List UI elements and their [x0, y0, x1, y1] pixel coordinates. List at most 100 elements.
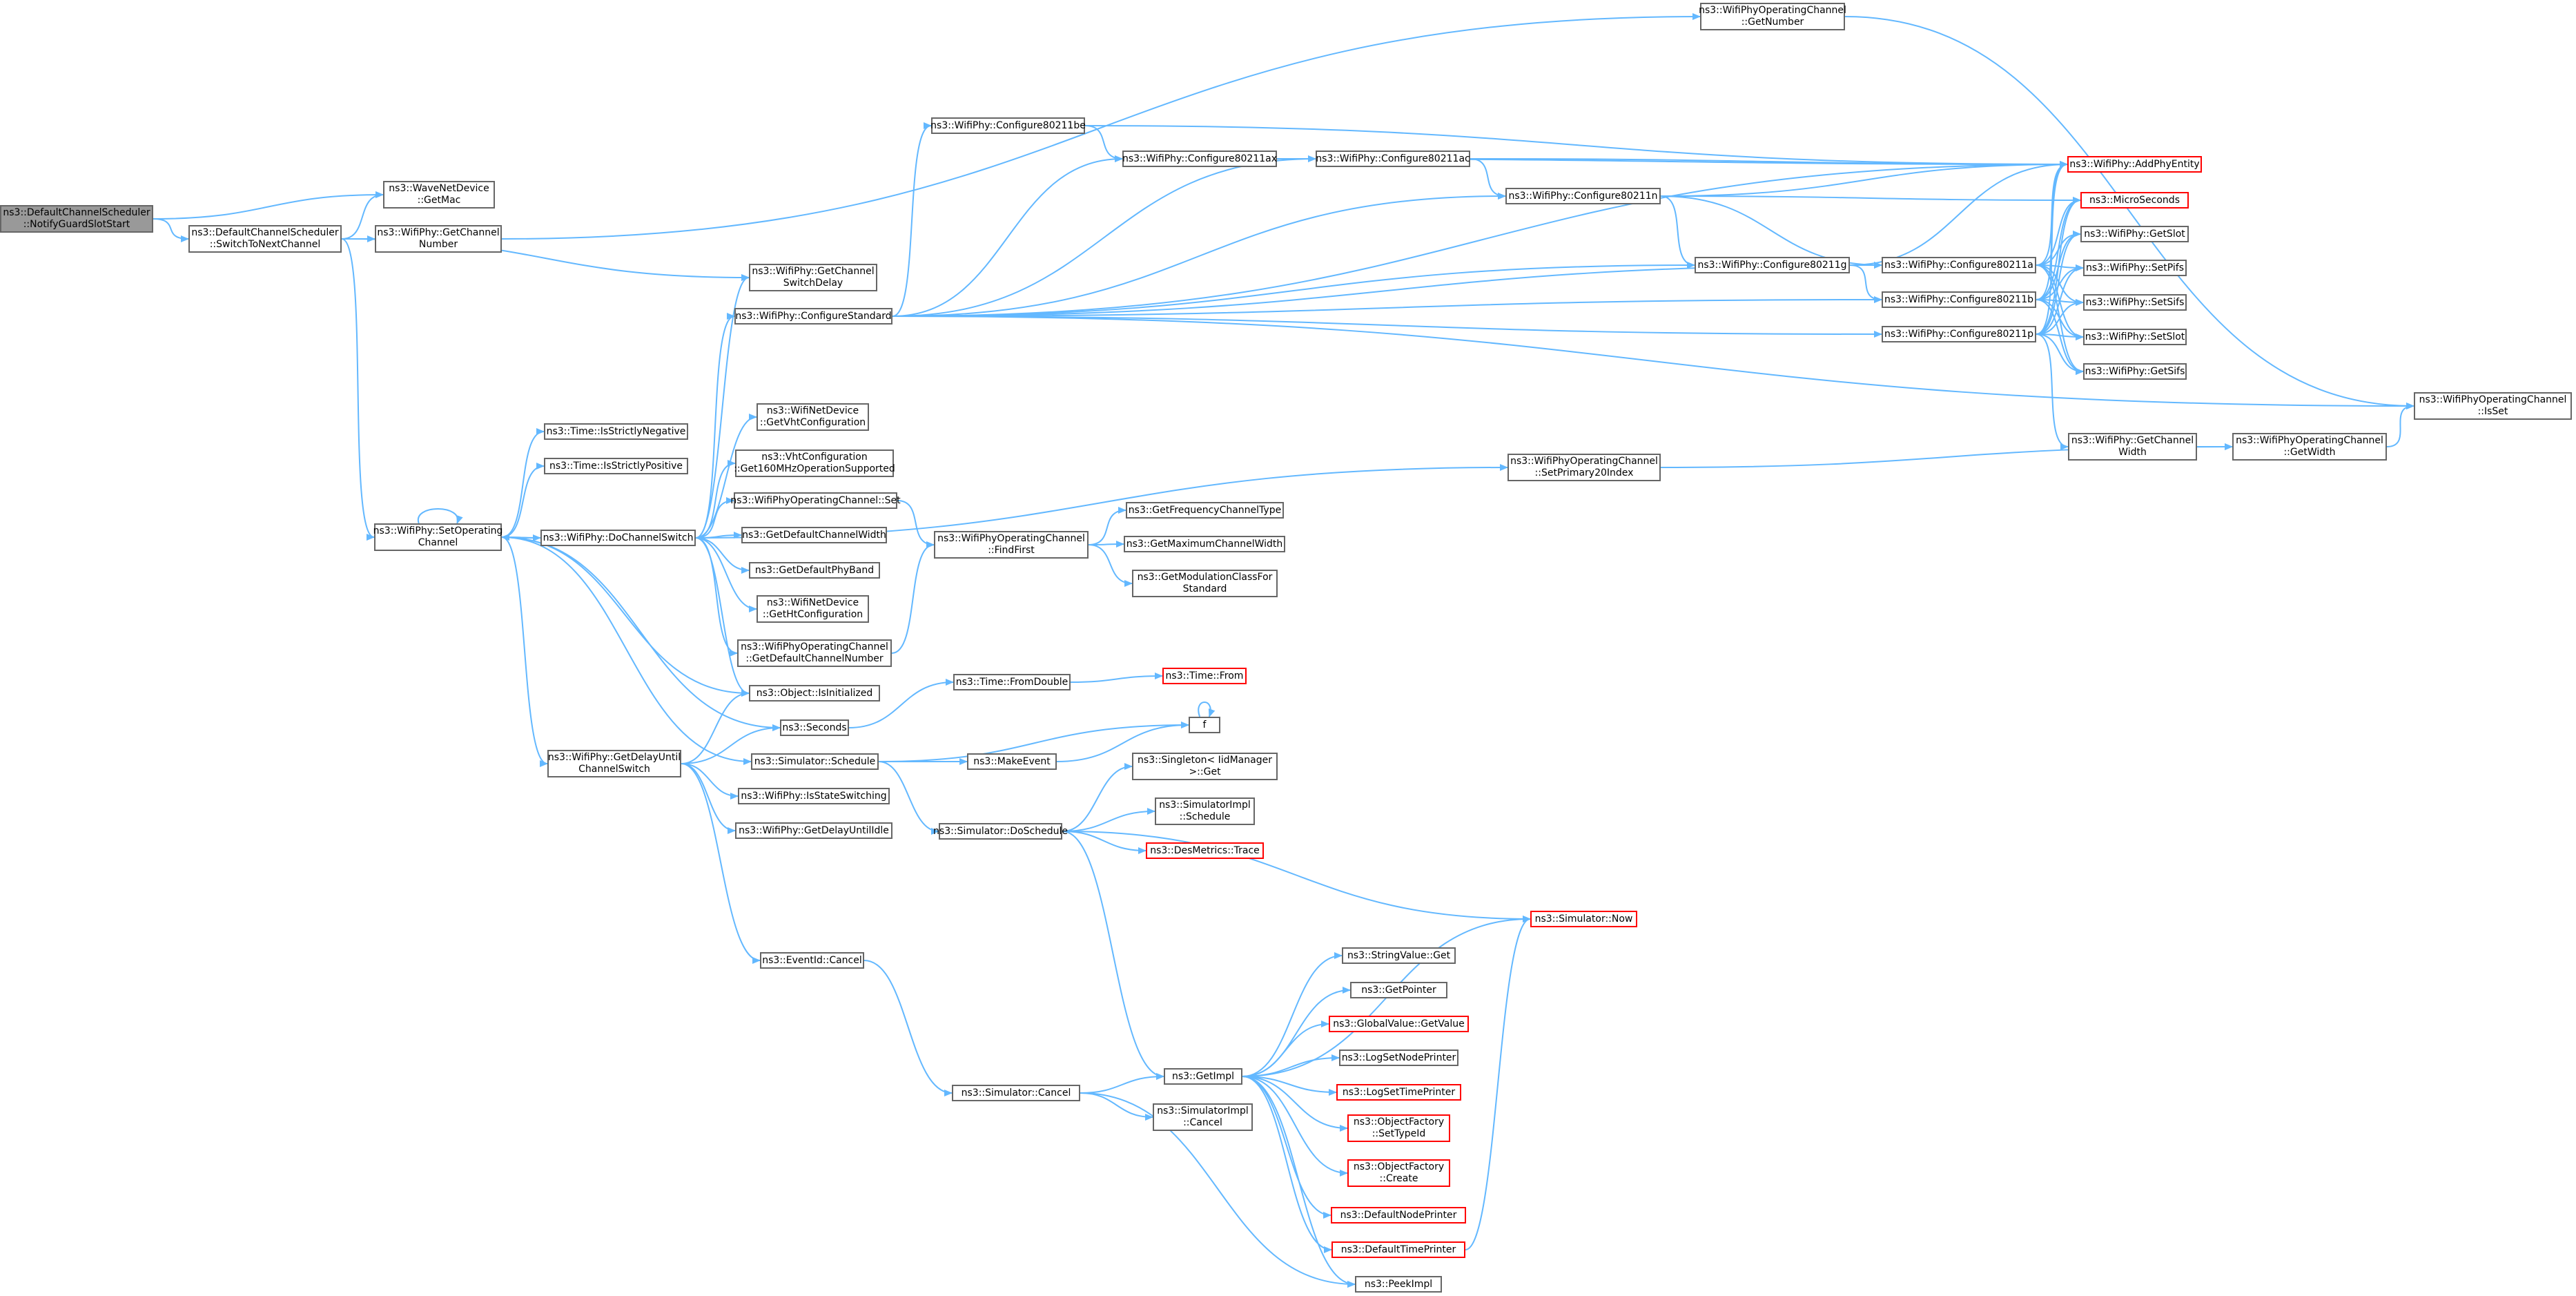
node-label-line: ns3::WifiPhy::SetOperating	[373, 525, 503, 536]
node-f[interactable]: f	[1189, 717, 1220, 733]
node-c80211g[interactable]: ns3::WifiPhy::Configure80211g	[1695, 257, 1850, 273]
edge-c80211n-to-c80211a	[1660, 195, 1882, 269]
node-vht160[interactable]: ns3::VhtConfiguration::Get160MHzOperatio…	[734, 449, 895, 477]
edge-doschedule-to-simimplsched	[1062, 808, 1155, 832]
node-c80211p[interactable]: ns3::WifiPhy::Configure80211p	[1882, 326, 2036, 342]
node-opgetwidth[interactable]: ns3::WifiPhyOperatingChannel::GetWidth	[2232, 433, 2387, 461]
node-peekimpl[interactable]: ns3::PeekImpl	[1355, 1276, 1442, 1293]
node-makeevent[interactable]: ns3::MakeEvent	[967, 753, 1057, 770]
node-strictneg[interactable]: ns3::Time::IsStrictlyNegative	[544, 423, 688, 440]
edge-switch-to-getmac	[341, 191, 384, 240]
edge-confstd-to-c80211b	[892, 296, 1882, 317]
node-getht[interactable]: ns3::WifiNetDevice::GetHtConfiguration	[757, 595, 869, 623]
edge-setop-to-strictpos	[501, 463, 545, 538]
node-label-line: ns3::GetModulationClassFor	[1137, 572, 1273, 583]
node-findfirst[interactable]: ns3::WifiPhyOperatingChannel::FindFirst	[934, 531, 1089, 559]
node-desmetrics[interactable]: ns3::DesMetrics::Trace	[1146, 842, 1264, 859]
node-simsched[interactable]: ns3::Simulator::Schedule	[751, 753, 879, 770]
node-label-line: ns3::WifiPhy::Configure80211a	[1884, 259, 2033, 271]
node-c80211b[interactable]: ns3::WifiPhy::Configure80211b	[1882, 291, 2036, 308]
node-timefrom[interactable]: ns3::Time::From	[1162, 668, 1247, 684]
edge-c80211p-to-micro	[2036, 197, 2081, 335]
node-getvht[interactable]: ns3::WifiNetDevice::GetVhtConfiguration	[757, 403, 869, 431]
node-c80211a[interactable]: ns3::WifiPhy::Configure80211a	[1882, 257, 2036, 273]
node-defband[interactable]: ns3::GetDefaultPhyBand	[749, 562, 880, 579]
node-ofsettype[interactable]: ns3::ObjectFactory::SetTypeId	[1347, 1114, 1450, 1142]
node-strvalget[interactable]: ns3::StringValue::Get	[1342, 947, 1456, 964]
node-simcancel[interactable]: ns3::Simulator::Cancel	[952, 1085, 1080, 1101]
edge-c80211g-to-addphy	[1849, 161, 2068, 266]
edge-confstd-to-isset	[892, 316, 2414, 409]
node-defnode[interactable]: ns3::DefaultNodePrinter	[1331, 1207, 1466, 1224]
node-lognode[interactable]: ns3::LogSetNodePrinter	[1339, 1050, 1458, 1066]
node-simnow[interactable]: ns3::Simulator::Now	[1530, 911, 1637, 927]
node-delayidle[interactable]: ns3::WifiPhy::GetDelayUntilIdle	[735, 822, 892, 839]
node-maxwidth[interactable]: ns3::GetMaximumChannelWidth	[1124, 536, 1285, 552]
node-label-line: ns3::DefaultTimePrinter	[1340, 1244, 1456, 1255]
node-switch[interactable]: ns3::DefaultChannelScheduler::SwitchToNe…	[188, 225, 342, 253]
node-doschedule[interactable]: ns3::Simulator::DoSchedule	[933, 823, 1068, 840]
node-simimplcancel[interactable]: ns3::SimulatorImpl::Cancel	[1153, 1103, 1253, 1131]
node-label-line: ns3::WifiPhyOperatingChannel	[741, 641, 888, 652]
node-setpifs[interactable]: ns3::WifiPhy::SetPifs	[2083, 260, 2187, 276]
node-isset[interactable]: ns3::WifiPhyOperatingChannel::IsSet	[2414, 392, 2572, 420]
node-label-line: ns3::MakeEvent	[973, 755, 1051, 767]
node-logtime[interactable]: ns3::LogSetTimePrinter	[1336, 1084, 1461, 1101]
node-c80211ax[interactable]: ns3::WifiPhy::Configure80211ax	[1122, 151, 1277, 167]
edge-c80211be-to-c80211ax	[1084, 125, 1123, 162]
node-simimplsched[interactable]: ns3::SimulatorImpl::Schedule	[1155, 797, 1255, 825]
node-label-line: ns3::WifiPhy::GetChannel	[752, 266, 875, 277]
node-eventcancel[interactable]: ns3::EventId::Cancel	[760, 952, 864, 969]
node-fromdouble[interactable]: ns3::Time::FromDouble	[953, 674, 1071, 690]
node-setslot[interactable]: ns3::WifiPhy::SetSlot	[2083, 329, 2187, 345]
node-c80211n[interactable]: ns3::WifiPhy::Configure80211n	[1505, 188, 1661, 204]
node-label-line: ns3::MicroSeconds	[2089, 194, 2180, 206]
node-label-line: ns3::WifiPhy::Configure80211ac	[1316, 153, 1470, 164]
node-defchnum[interactable]: ns3::WifiPhyOperatingChannel::GetDefault…	[737, 639, 892, 667]
node-isinit[interactable]: ns3::Object::IsInitialized	[749, 685, 880, 702]
edge-c80211ac-to-c80211n	[1470, 158, 1506, 200]
edge-simsched-to-f	[878, 722, 1189, 762]
node-setprim[interactable]: ns3::WifiPhyOperatingChannel::SetPrimary…	[1507, 454, 1661, 481]
node-singleton[interactable]: ns3::Singleton< IidManager>::Get	[1132, 753, 1278, 780]
node-confstd[interactable]: ns3::WifiPhy::ConfigureStandard	[734, 308, 892, 325]
edge-confstd-to-c80211n	[892, 193, 1506, 317]
node-getsifs[interactable]: ns3::WifiPhy::GetSifs	[2083, 363, 2187, 380]
node-getslot[interactable]: ns3::WifiPhy::GetSlot	[2080, 226, 2189, 242]
edge-c80211n-to-c80211g	[1660, 195, 1695, 269]
node-getpointer[interactable]: ns3::GetPointer	[1350, 982, 1447, 998]
node-opgetnum[interactable]: ns3::WifiPhyOperatingChannel::GetNumber	[1699, 3, 1846, 30]
node-getimpl[interactable]: ns3::GetImpl	[1164, 1068, 1242, 1085]
node-seconds[interactable]: ns3::Seconds	[780, 719, 849, 736]
node-deftime[interactable]: ns3::DefaultTimePrinter	[1331, 1241, 1465, 1258]
node-getmac[interactable]: ns3::WaveNetDevice::GetMac	[383, 181, 495, 209]
node-isstatesw[interactable]: ns3::WifiPhy::IsStateSwitching	[738, 788, 890, 804]
node-globalval[interactable]: ns3::GlobalValue::GetValue	[1329, 1016, 1469, 1032]
node-label-line: ns3::WifiNetDevice	[766, 405, 859, 416]
node-setsifs[interactable]: ns3::WifiPhy::SetSifs	[2083, 294, 2187, 311]
node-c80211ac[interactable]: ns3::WifiPhy::Configure80211ac	[1316, 151, 1470, 167]
edge-confstd-to-c80211p	[892, 316, 1882, 338]
node-label-line: Width	[2118, 447, 2147, 458]
node-freqtype[interactable]: ns3::GetFrequencyChannelType	[1126, 502, 1284, 519]
node-dochsw[interactable]: ns3::WifiPhy::DoChannelSwitch	[540, 530, 696, 546]
node-label-line: ns3::WifiPhy::GetDelayUntilIdle	[739, 824, 889, 836]
node-strictpos[interactable]: ns3::Time::IsStrictlyPositive	[544, 458, 688, 474]
node-c80211be[interactable]: ns3::WifiPhy::Configure80211be	[930, 117, 1086, 134]
node-addphy[interactable]: ns3::WifiPhy::AddPhyEntity	[2067, 156, 2202, 173]
edge-dochsw-to-opset	[695, 497, 734, 539]
node-defwidth[interactable]: ns3::GetDefaultChannelWidth	[741, 527, 887, 543]
node-opset[interactable]: ns3::WifiPhyOperatingChannel::Set	[730, 492, 901, 509]
node-label-line: ns3::PeekImpl	[1364, 1278, 1433, 1290]
node-label-line: ns3::GlobalValue::GetValue	[1333, 1018, 1465, 1029]
node-label-line: ns3::WifiPhyOperatingChannel	[1699, 5, 1846, 16]
node-ofcreate[interactable]: ns3::ObjectFactory::Create	[1347, 1159, 1450, 1187]
node-micro[interactable]: ns3::MicroSeconds	[2080, 192, 2189, 209]
